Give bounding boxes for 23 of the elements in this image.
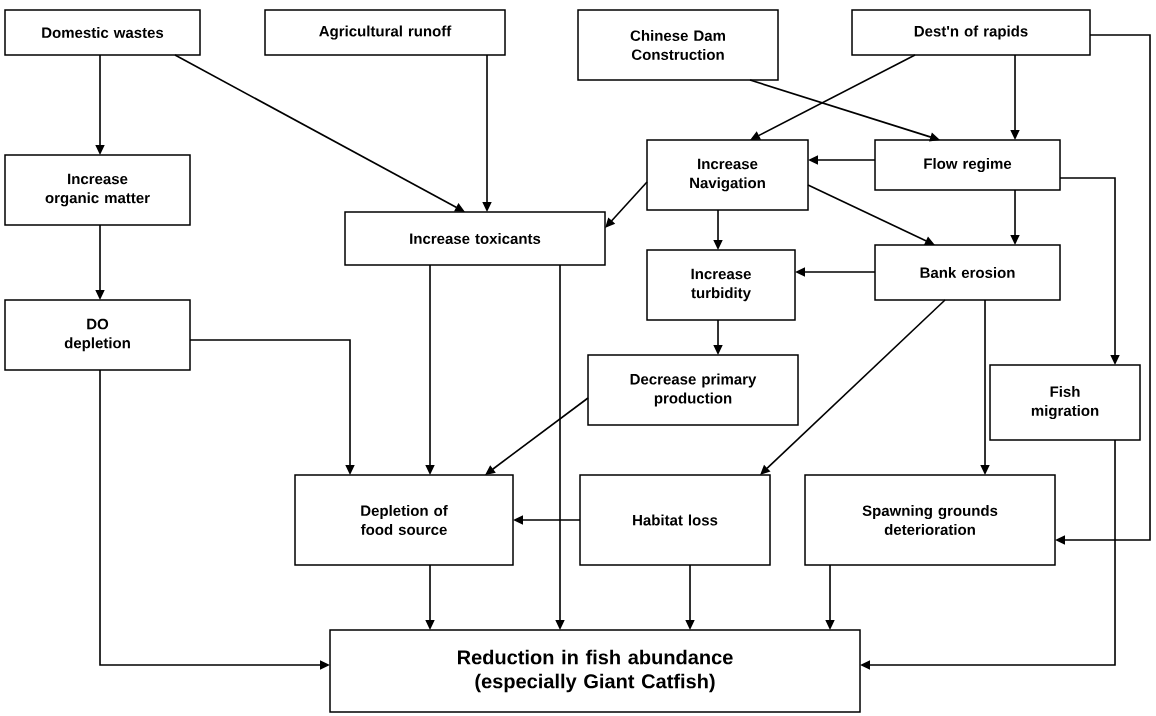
process-box: Flow regime xyxy=(874,139,1061,191)
arrow xyxy=(807,184,935,245)
arrow xyxy=(485,397,589,475)
process-box: Agricultural runoff xyxy=(264,9,506,56)
arrow xyxy=(750,54,916,140)
process-box: Increase organic matter xyxy=(4,154,191,226)
process-box: DO depletion xyxy=(4,299,191,371)
process-box: Depletion of food source xyxy=(294,474,514,566)
process-box: Habitat loss xyxy=(579,474,771,566)
process-box: Increase Navigation xyxy=(646,139,809,211)
arrow xyxy=(760,299,946,475)
process-box: Decrease primary production xyxy=(587,354,799,426)
process-box: Domestic wastes xyxy=(4,9,201,56)
process-box: Increase toxicants xyxy=(344,211,606,266)
arrow xyxy=(605,181,648,228)
outcome-box: Reduction in fish abundance (especially Giant Catfish) xyxy=(329,629,861,713)
process-box: Chinese Dam Construction xyxy=(577,9,779,81)
process-box: Increase turbidity xyxy=(646,249,796,321)
process-box: Bank erosion xyxy=(874,244,1061,301)
process-box: Spawning grounds deterioration xyxy=(804,474,1056,566)
process-box: Fish migration xyxy=(989,364,1141,441)
arrow xyxy=(174,54,465,212)
process-box: Dest'n of rapids xyxy=(851,9,1091,56)
